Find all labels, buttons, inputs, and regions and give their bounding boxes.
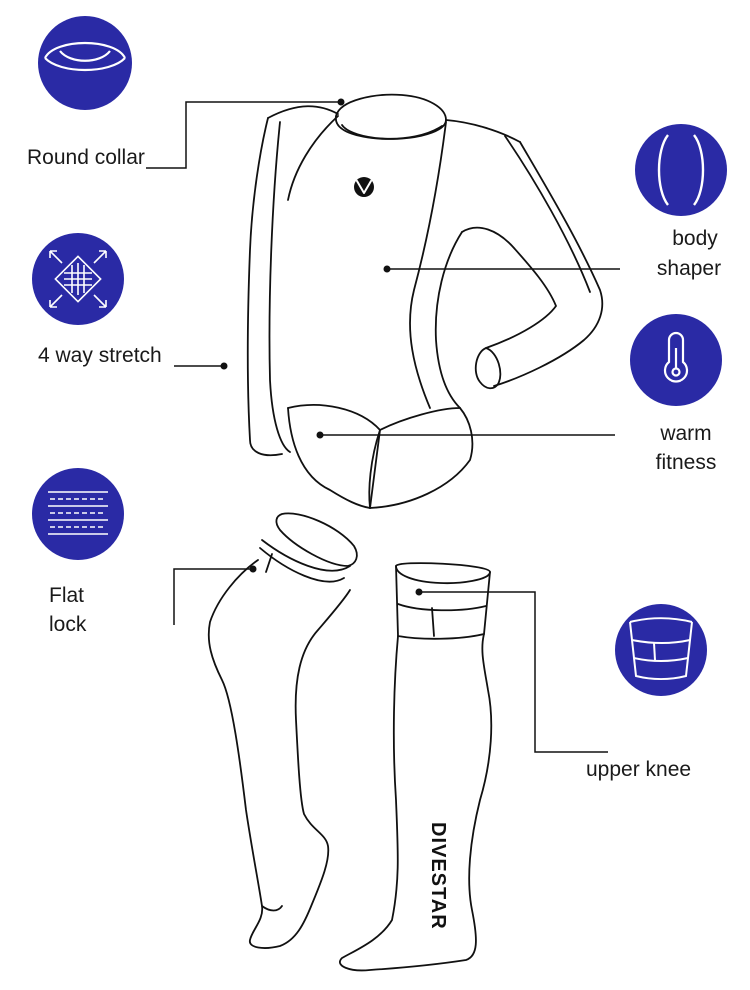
sock-right-top xyxy=(395,562,491,585)
label-warm-fitness-line1: warm xyxy=(660,422,712,445)
leader-lines xyxy=(146,98,620,753)
body-curve-icon xyxy=(657,134,705,206)
sock-brand-text: DIVESTAR xyxy=(427,822,449,930)
badge-body-shaper xyxy=(635,124,727,216)
brand-logo-chest xyxy=(354,177,374,197)
leader-upper-knee xyxy=(419,591,608,753)
badge-four-way-stretch xyxy=(32,233,124,325)
sleeve-cuff xyxy=(474,347,502,390)
leader-round-collar xyxy=(146,101,341,169)
label-warm-fitness-line2: fitness xyxy=(655,451,717,474)
knee-band-icon xyxy=(629,617,693,680)
badge-upper-knee xyxy=(615,604,707,696)
label-round-collar: Round collar xyxy=(27,146,145,169)
label-upper-knee: upper knee xyxy=(586,758,692,781)
label-body-shaper-line1: body xyxy=(672,227,718,250)
stitch-lines-icon xyxy=(48,491,108,535)
sock-left-outline xyxy=(207,512,358,949)
leader-flat-lock xyxy=(173,568,253,625)
label-body-shaper-line2: shaper xyxy=(656,257,722,280)
badge-flat-lock xyxy=(32,468,124,560)
sock-left-top xyxy=(275,512,358,567)
collar-icon xyxy=(44,42,126,72)
stretch-arrows-icon xyxy=(49,250,107,308)
badge-round-collar xyxy=(38,16,132,110)
label-four-way-stretch: 4 way stretch xyxy=(38,344,162,367)
label-flat-lock-line1: Flat xyxy=(49,584,85,607)
label-flat-lock-line2: lock xyxy=(49,613,87,636)
badge-warm-fitness xyxy=(630,314,722,406)
bodysuit-outline xyxy=(246,93,604,509)
sock-right-outline: DIVESTAR xyxy=(339,562,493,972)
thermometer-icon xyxy=(663,331,689,383)
